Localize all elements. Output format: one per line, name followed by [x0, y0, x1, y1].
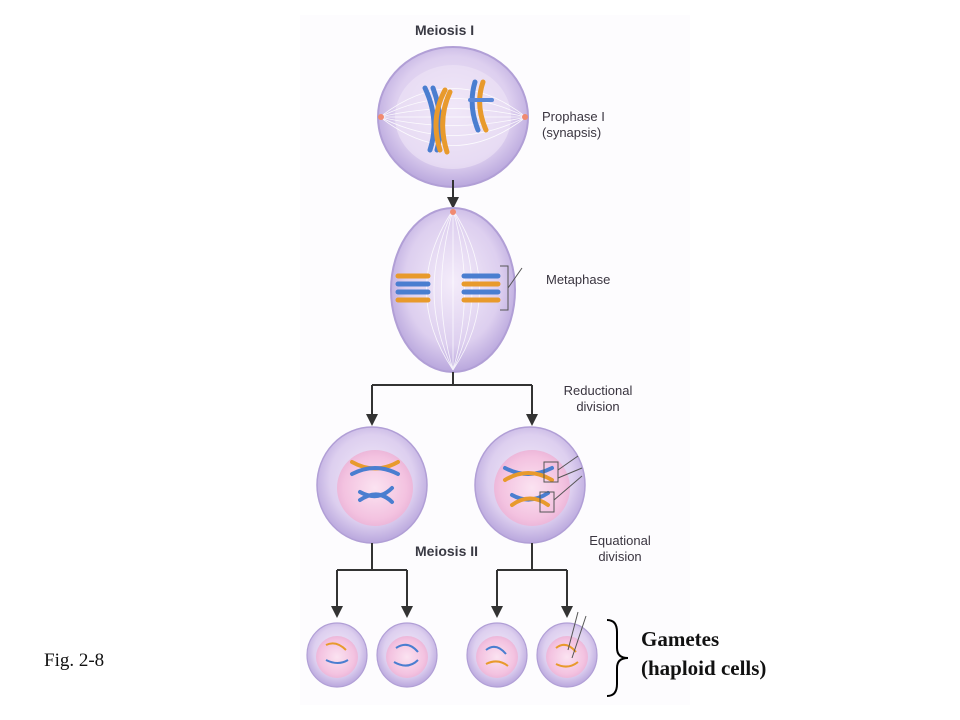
- figure-caption: Fig. 2-8: [44, 650, 105, 671]
- spindle-fibers: [379, 88, 527, 146]
- metaphase-label: Metaphase: [546, 272, 611, 287]
- prophase-label: Prophase I (synapsis): [542, 109, 605, 140]
- gametes-label: Gametes (haploid cells): [641, 627, 767, 680]
- metaphase-chromosomes: [395, 273, 501, 303]
- gamete-cells: [306, 611, 598, 688]
- gamete-3: [466, 622, 528, 688]
- gamete-4: [536, 611, 598, 688]
- metaphase-cell: [390, 207, 523, 373]
- daughter-cell-left: [316, 426, 428, 544]
- meiosis-i-title: Meiosis I: [415, 22, 475, 38]
- equational-label: Equational division: [589, 533, 651, 564]
- gamete-2: [376, 622, 438, 688]
- paired-chromosomes: [422, 79, 494, 155]
- daughter-cell-right: [474, 426, 586, 544]
- meiosis-ii-title: Meiosis II: [415, 543, 479, 559]
- prophase-cell: [377, 46, 529, 188]
- gametes-brace: [606, 619, 629, 697]
- reductional-arrows: [366, 372, 538, 426]
- equational-arrows: [331, 543, 573, 618]
- gamete-1: [306, 622, 368, 688]
- reductional-label: Reductional division: [563, 383, 633, 414]
